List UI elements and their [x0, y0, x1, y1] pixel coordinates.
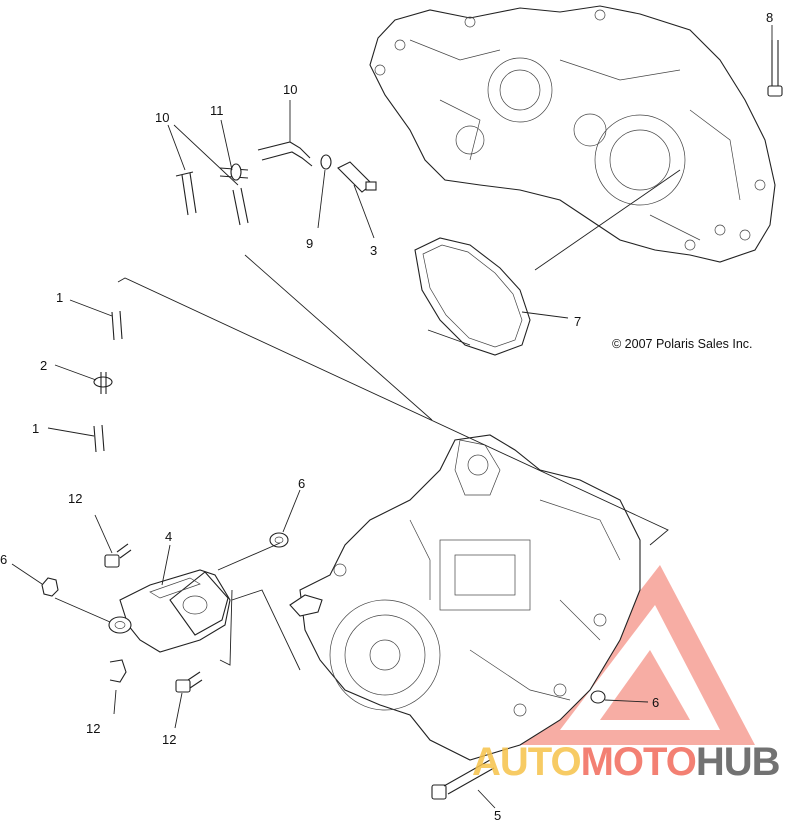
callout-6: 6	[652, 695, 659, 710]
breather-hose-drawing	[93, 310, 123, 453]
bolt-drawing	[175, 671, 203, 693]
bolt-drawing	[431, 759, 495, 800]
watermark-text: AUTOMOTOHUB	[472, 740, 781, 784]
breather-hose-drawing	[175, 141, 377, 226]
callout-10: 10	[283, 82, 297, 97]
transmission-case-drawing	[369, 5, 776, 263]
copyright-text: © 2007 Polaris Sales Inc.	[612, 337, 753, 351]
callout-9: 9	[306, 236, 313, 251]
bolt-drawing	[767, 40, 783, 97]
watermark-triangle-core	[600, 650, 690, 720]
callout-6: 6	[0, 552, 7, 567]
callout-1: 1	[32, 421, 39, 436]
bracket-drawing	[108, 569, 231, 653]
callout-5: 5	[494, 808, 501, 822]
nut-drawing	[41, 532, 606, 704]
callout-12: 12	[162, 732, 176, 747]
callout-1: 1	[56, 290, 63, 305]
watermark-hub: HUB	[696, 740, 780, 784]
callout-7: 7	[574, 314, 581, 329]
callout-8: 8	[766, 10, 773, 25]
callout-11: 11	[210, 103, 224, 118]
callout-10: 10	[155, 110, 169, 125]
gasket-drawing	[414, 237, 531, 356]
callout-4: 4	[165, 529, 172, 544]
leader-lines	[11, 25, 773, 809]
callout-12: 12	[68, 491, 82, 506]
callout-labels: 8 10 11 10 9 3 1 2 1 7 12 4 6 6 12 12 6 …	[0, 10, 773, 822]
clip-drawing	[109, 659, 127, 683]
bolt-drawing	[104, 543, 132, 568]
svg-text:AUTOMOTOHUB: AUTOMOTOHUB	[472, 740, 780, 784]
watermark-auto: AUTO	[472, 740, 581, 784]
engine-block-drawing	[289, 434, 641, 761]
callout-12: 12	[86, 721, 100, 736]
callout-2: 2	[40, 358, 47, 373]
callout-3: 3	[370, 243, 377, 258]
watermark-moto: MOTO	[581, 740, 696, 784]
callout-6: 6	[298, 476, 305, 491]
